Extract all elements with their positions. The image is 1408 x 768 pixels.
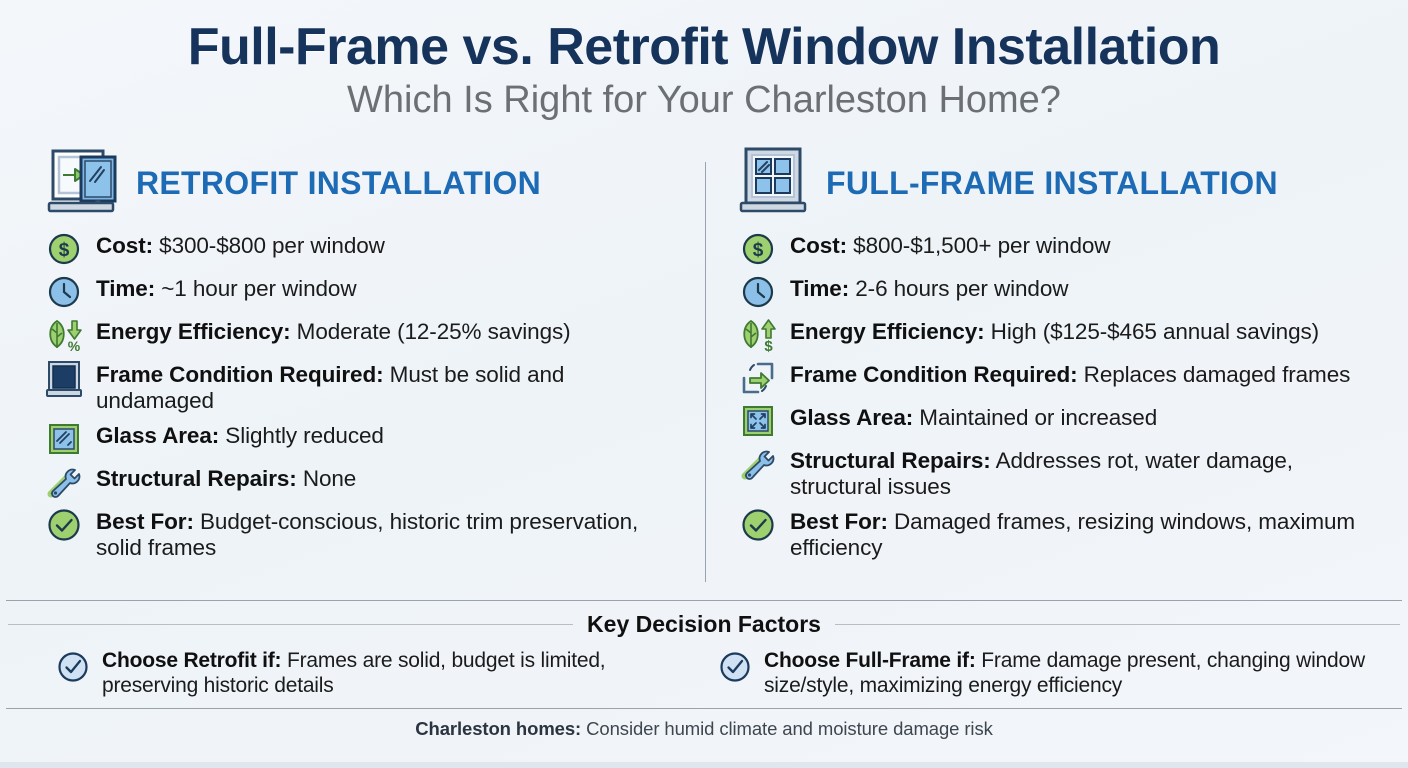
kdf-label: Choose Full-Frame if: [764, 649, 976, 672]
column-full-frame-header: FULL-FRAME INSTALLATION [738, 140, 1390, 226]
row-label: Structural Repairs: [790, 448, 991, 474]
row-value: Replaces damaged frames [1083, 362, 1351, 388]
frame-replace-arrow-icon [738, 360, 778, 396]
column-full-frame-title: FULL-FRAME INSTALLATION [826, 164, 1278, 201]
row-label: Energy Efficiency: [790, 319, 985, 345]
section-divider-footnote [6, 708, 1402, 710]
glass-pane-shine-icon [44, 421, 84, 457]
kdf-value: Frames are solid, budget is limited, pre… [102, 649, 606, 698]
solid-window-panel-icon [44, 360, 84, 398]
row-label: Cost: [790, 233, 847, 259]
check-circle-green-icon [44, 507, 84, 543]
page-subtitle: Which Is Right for Your Charleston Home? [347, 78, 1061, 121]
svg-text:%: % [68, 338, 81, 353]
row-value: Budget-conscious, historic trim preserva… [96, 509, 639, 561]
row-value: Must be solid and undamaged [96, 362, 565, 414]
row-value: High ($125-$465 annual savings) [990, 319, 1320, 345]
key-decision-factors-body: Choose Retrofit if: Frames are solid, bu… [0, 638, 1408, 698]
row-label: Cost: [96, 233, 153, 259]
key-decision-factors-heading-row: Key Decision Factors [0, 601, 1408, 638]
column-divider [705, 162, 706, 583]
wrench-screwdriver-icon [44, 464, 84, 500]
window-four-pane-icon [738, 145, 812, 222]
heading-rule-right [834, 624, 1401, 625]
row-label: Glass Area: [790, 405, 914, 431]
row-structural-repairs: Structural Repairs: Addresses rot, water… [738, 445, 1390, 500]
check-circle-blue-icon [56, 650, 90, 684]
row-label: Time: [790, 276, 850, 302]
check-circle-green-icon [738, 507, 778, 543]
key-decision-factors: Key Decision Factors Choose Retrofit if:… [0, 600, 1408, 740]
row-label: Frame Condition Required: [790, 362, 1078, 388]
svg-text:$: $ [753, 240, 764, 261]
row-best-for: Best For: Damaged frames, resizing windo… [738, 506, 1390, 561]
row-value: 2-6 hours per window [855, 276, 1069, 302]
svg-text:$: $ [59, 240, 70, 261]
leaf-down-percent-icon: % [44, 317, 84, 353]
footnote-label: Charleston homes: [415, 718, 582, 740]
page-title: Full-Frame vs. Retrofit Window Installat… [187, 18, 1221, 76]
row-structural-repairs: Structural Repairs: None [44, 463, 678, 500]
row-cost: $ Cost: $300-$800 per window [44, 230, 678, 267]
row-frame-condition: Frame Condition Required: Must be solid … [44, 359, 678, 414]
row-label: Energy Efficiency: [96, 319, 291, 345]
row-energy-efficiency: % Energy Efficiency: Moderate (12-25% sa… [44, 316, 678, 353]
row-cost: $ Cost: $800-$1,500+ per window [738, 230, 1390, 267]
row-value: Addresses rot, water damage, structural … [790, 448, 1293, 500]
row-value: Slightly reduced [225, 423, 384, 449]
footnote: Charleston homes: Consider humid climate… [0, 709, 1408, 740]
row-label: Glass Area: [96, 423, 220, 449]
footnote-value: Consider humid climate and moisture dama… [586, 718, 993, 740]
dollar-circle-icon: $ [44, 231, 84, 267]
row-time: Time: 2-6 hours per window [738, 273, 1390, 310]
leaf-up-dollar-icon: $ [738, 317, 778, 353]
bottom-bar [0, 762, 1408, 768]
wrench-screwdriver-icon [738, 446, 778, 482]
clock-circle-icon [738, 274, 778, 310]
kdf-item-retrofit: Choose Retrofit if: Frames are solid, bu… [10, 648, 704, 698]
dollar-circle-icon: $ [738, 231, 778, 267]
row-value: ~1 hour per window [161, 276, 357, 302]
key-decision-factors-heading: Key Decision Factors [587, 611, 821, 637]
row-best-for: Best For: Budget-conscious, historic tri… [44, 506, 678, 561]
row-value: $300-$800 per window [159, 233, 385, 259]
row-label: Best For: [96, 509, 194, 535]
column-retrofit-header: RETROFIT INSTALLATION [44, 140, 678, 226]
full-frame-rows: $ Cost: $800-$1,500+ per window Time: 2-… [738, 230, 1390, 561]
row-time: Time: ~1 hour per window [44, 273, 678, 310]
kdf-item-full-frame: Choose Full-Frame if: Frame damage prese… [704, 648, 1398, 698]
row-label: Time: [96, 276, 156, 302]
row-label: Frame Condition Required: [96, 362, 384, 388]
section-divider-top [6, 600, 1402, 601]
row-glass-area: Glass Area: Slightly reduced [44, 420, 678, 457]
retrofit-rows: $ Cost: $300-$800 per window Time: ~1 ho… [44, 230, 678, 561]
heading-rule-left [8, 624, 574, 625]
comparison-columns: RETROFIT INSTALLATION $ Cost: $300-$800 … [0, 140, 1408, 583]
svg-text:$: $ [764, 338, 773, 353]
column-retrofit-title: RETROFIT INSTALLATION [136, 164, 542, 201]
row-value: Damaged frames, resizing windows, maximu… [790, 509, 1356, 561]
row-glass-area: Glass Area: Maintained or increased [738, 402, 1390, 439]
row-label: Structural Repairs: [96, 466, 297, 492]
row-label: Best For: [790, 509, 888, 535]
window-retrofit-insert-icon [44, 145, 122, 222]
column-full-frame: FULL-FRAME INSTALLATION $ Cost: $800-$1,… [704, 140, 1408, 570]
check-circle-blue-icon [718, 650, 752, 684]
row-value: $800-$1,500+ per window [853, 233, 1111, 259]
glass-expand-arrows-icon [738, 403, 778, 439]
column-retrofit: RETROFIT INSTALLATION $ Cost: $300-$800 … [0, 140, 704, 570]
kdf-value: Frame damage present, changing window si… [764, 649, 1365, 698]
row-value: None [302, 466, 357, 492]
row-frame-condition: Frame Condition Required: Replaces damag… [738, 359, 1390, 396]
header: Full-Frame vs. Retrofit Window Installat… [0, 0, 1408, 124]
kdf-label: Choose Retrofit if: [102, 649, 282, 672]
clock-circle-icon [44, 274, 84, 310]
row-value: Moderate (12-25% savings) [296, 319, 571, 345]
row-energy-efficiency: $ Energy Efficiency: High ($125-$465 ann… [738, 316, 1390, 353]
row-value: Maintained or increased [919, 405, 1158, 431]
